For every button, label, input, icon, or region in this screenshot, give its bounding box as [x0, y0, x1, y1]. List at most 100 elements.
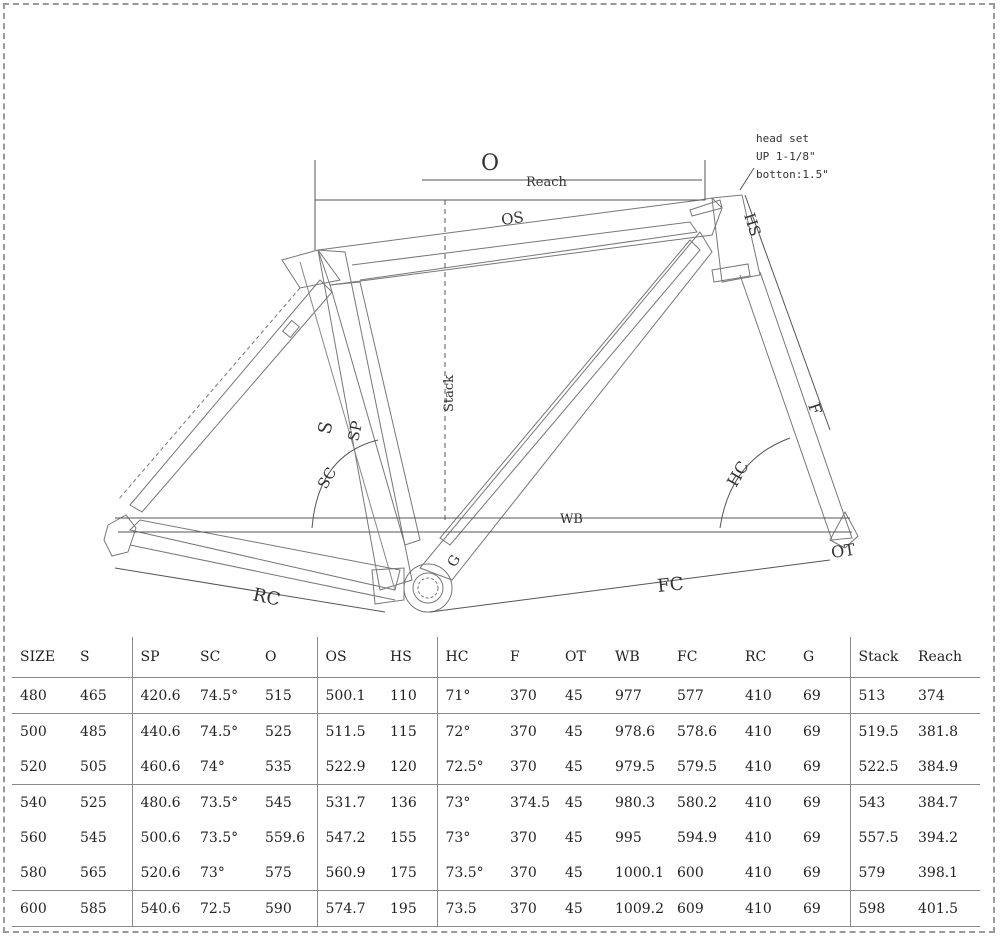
table-cell: 513	[849, 677, 910, 714]
table-cell: 73°	[436, 820, 502, 855]
column-header-os: OS	[316, 637, 382, 678]
table-cell: 69	[803, 829, 821, 846]
column-header-ot: OT	[557, 637, 607, 678]
table-cell: 370	[510, 829, 537, 846]
table-cell: 547.2	[316, 820, 382, 855]
label-o: O	[481, 151, 499, 176]
table-cell: 384.7	[910, 784, 980, 820]
frame-geometry-diagram: O Reach OS HS F HC Stack S SP SC WB G RC…	[103, 132, 859, 613]
table-cell: 522.9	[316, 749, 382, 785]
top-tube-inner	[351, 221, 698, 281]
table-cell: 978.6	[607, 713, 669, 749]
table-cell: 45	[557, 713, 607, 749]
label-hc: HC	[723, 458, 753, 490]
table-cell: 45	[565, 758, 583, 775]
label-g: G	[445, 552, 464, 570]
table-cell: 580	[20, 864, 47, 881]
label-sc: SC	[314, 464, 340, 492]
column-header-wb: WB	[607, 637, 669, 678]
table-cell: 45	[565, 687, 583, 704]
table-cell: 74°	[200, 758, 225, 775]
table-cell: 155	[390, 829, 417, 846]
table-cell: 559.6	[265, 829, 306, 846]
label-stack: Stack	[442, 375, 457, 412]
table-cell: 370	[510, 864, 537, 881]
table-cell: 1000.1	[615, 864, 664, 881]
table-cell: 522.5	[849, 749, 910, 785]
column-header-fc: FC	[669, 637, 737, 678]
table-cell: 398.1	[918, 864, 959, 881]
table-cell: 531.7	[316, 784, 382, 820]
table-cell: 577	[677, 687, 704, 704]
chain-stay-lower	[129, 544, 396, 601]
table-cell: 73.5	[436, 890, 502, 927]
table-cell: 110	[390, 687, 417, 704]
table-cell: 565	[80, 864, 107, 881]
table-cell: 979.5	[615, 758, 656, 775]
table-cell: 410	[745, 829, 772, 846]
table-cell: 374	[918, 687, 945, 704]
column-header-size: SIZE	[12, 637, 72, 678]
table-cell: 72°	[436, 713, 502, 749]
table-cell: 480	[20, 687, 47, 704]
table-cell: 410	[745, 687, 772, 704]
seat-tube-inner	[329, 281, 421, 546]
table-cell: 540.6	[131, 890, 192, 927]
table-cell: 420.6	[131, 677, 192, 714]
table-cell: 410	[737, 784, 795, 820]
table-cell: 600	[677, 864, 704, 881]
table-cell: 525	[72, 784, 132, 820]
column-header-hs: HS	[382, 637, 437, 678]
bb-shell	[371, 567, 405, 605]
table-cell: 69	[803, 758, 821, 775]
fork-dropout	[829, 510, 859, 549]
table-cell: 384.9	[918, 758, 959, 775]
table-cell: 370	[502, 713, 557, 749]
column-header-sp: SP	[131, 637, 192, 678]
table-cell: 543	[849, 784, 910, 820]
bottom-bracket-inner	[412, 572, 444, 604]
table-cell: 590	[257, 890, 317, 927]
table-cell: 69	[795, 890, 850, 927]
table-cell: 557.5	[849, 820, 910, 855]
table-cell: 500	[12, 713, 72, 749]
table-cell: 465	[80, 687, 107, 704]
label-wb: WB	[560, 512, 583, 527]
chain-stay	[129, 519, 401, 591]
table-cell: 579.5	[677, 758, 718, 775]
table-cell: 370	[510, 687, 537, 704]
table-cell: 71°	[436, 677, 502, 714]
headset-note-line3: botton:1.5"	[756, 168, 829, 181]
table-cell: 600	[12, 890, 72, 927]
table-cell: 74.5°	[200, 687, 239, 704]
table-cell: 374.5	[502, 784, 557, 820]
table-cell: 511.5	[316, 713, 382, 749]
table-cell: 410	[745, 864, 772, 881]
table-cell: 73°	[436, 784, 502, 820]
column-header-stack: Stack	[849, 637, 910, 678]
table-cell: 980.3	[607, 784, 669, 820]
seat-stay-dashed	[117, 287, 301, 501]
table-cell: 560.9	[316, 855, 382, 891]
column-header-sc: SC	[192, 637, 257, 678]
table-cell: 609	[669, 890, 737, 927]
seat-stay	[129, 279, 333, 513]
headset-note-line2: UP 1-1/8"	[756, 150, 816, 163]
fork-blade	[739, 271, 853, 541]
s-dim-line	[299, 261, 396, 591]
rc-dim-line	[114, 567, 386, 613]
seat-post-top	[281, 249, 341, 289]
table-cell: 1009.2	[607, 890, 669, 927]
table-cell: 69	[795, 713, 850, 749]
table-cell: 525	[257, 713, 317, 749]
brake-bridge	[281, 319, 301, 339]
label-ot: OT	[830, 540, 857, 562]
table-cell: 410	[737, 713, 795, 749]
table-cell: 505	[80, 758, 107, 775]
